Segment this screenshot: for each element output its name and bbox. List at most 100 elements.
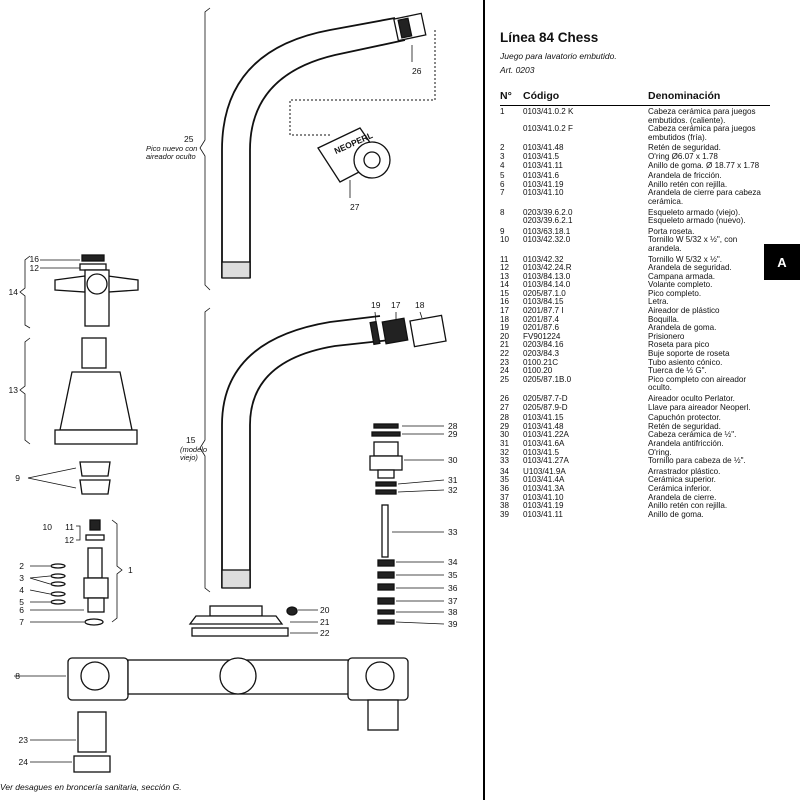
row-description: Cabeza cerámica para juegos embutidos. (… xyxy=(648,107,756,125)
callout-16: 16 xyxy=(30,254,40,264)
row-number: 6 xyxy=(500,179,505,189)
row-description: Campana armada. xyxy=(648,271,716,281)
row-code: 0103/41.11 xyxy=(523,160,563,170)
row-number: 17 xyxy=(500,306,510,316)
row-description: Tornillo W 5/32 x ½", con arandela. xyxy=(648,235,738,253)
row-number: 25 xyxy=(500,374,510,384)
callout-38: 38 xyxy=(448,607,458,617)
section-tab: A xyxy=(764,244,800,280)
callout-4: 4 xyxy=(19,585,24,595)
row-description: Tuerca de ½ G". xyxy=(648,366,707,376)
row-description: Arandela de goma. xyxy=(648,323,717,333)
row-number: 13 xyxy=(500,271,510,281)
row-code: 0103/41.48 xyxy=(523,421,564,431)
table-row: 25 0205/87.1B.0 Pico completo con aireador… xyxy=(500,374,770,393)
callout-7: 7 xyxy=(19,617,24,627)
row-code: 0205/87.1B.0 xyxy=(523,374,572,384)
row-number: 2 xyxy=(500,143,505,153)
row-number: 34 xyxy=(500,466,510,476)
row-code: 0203/84.3 xyxy=(523,349,560,359)
row-code: 0205/87.9-D xyxy=(523,402,568,412)
callout-25: 25 xyxy=(184,134,194,144)
row-description: Retén de seguridad. xyxy=(648,421,721,431)
row-number: 30 xyxy=(500,430,510,440)
row-description: Tornillo para cabeza de ½". xyxy=(648,456,746,466)
table-row: 1 0103/41.0.2 K Cabeza cerámica para juego… xyxy=(500,107,770,125)
row-description: Pico completo con aireador oculto. xyxy=(648,374,747,393)
row-number: 32 xyxy=(500,447,510,457)
row-number: 15 xyxy=(500,288,510,298)
callout-2: 2 xyxy=(19,561,24,571)
row-number: 1 xyxy=(500,107,505,116)
row-number: 33 xyxy=(500,456,510,466)
row-code: 0103/41.19 xyxy=(523,179,564,189)
row-code: 0103/41.48 xyxy=(523,143,564,153)
row-code: 0103/41.0.2 F xyxy=(523,124,573,134)
header-name: Denominación xyxy=(648,90,721,102)
row-description: Arandela de seguridad. xyxy=(648,263,732,273)
callout-33: 33 xyxy=(448,527,458,537)
row-code: 0103/41.15 xyxy=(523,413,564,423)
callout-15: 15 xyxy=(186,435,196,445)
row-code: 0103/41.0.2 K xyxy=(523,107,574,116)
row-description: Arrastrador plástico. xyxy=(648,466,721,476)
row-number: 23 xyxy=(500,357,510,367)
row-code: 0103/84.14.0 xyxy=(523,280,571,290)
callout-10: 10 xyxy=(43,522,53,532)
callout-19: 19 xyxy=(371,300,381,310)
row-description: Porta roseta. xyxy=(648,226,695,236)
row-number: 14 xyxy=(500,280,510,290)
callout-35: 35 xyxy=(448,570,458,580)
row-description: Arandela antifricción. xyxy=(648,438,724,448)
callout-1: 1 xyxy=(128,565,133,575)
row-code: 0201/87.7 I xyxy=(523,306,564,316)
header-code: Código xyxy=(523,90,560,102)
note-15-line2: viejo) xyxy=(180,453,198,462)
row-description: Letra. xyxy=(648,297,669,307)
callout-29: 29 xyxy=(448,429,458,439)
header-number: N° xyxy=(500,90,512,102)
row-code: 0203/39.6.2.1 xyxy=(523,216,573,226)
note-25-line2: aireador oculto xyxy=(146,152,196,161)
row-code: 0100.20 xyxy=(523,366,553,376)
row-number: 29 xyxy=(500,421,510,431)
table-row: 33 0103/41.27A Tornillo para cabeza de ½". xyxy=(500,457,770,466)
callout-8: 8 xyxy=(15,671,20,681)
row-number: 11 xyxy=(500,254,509,264)
row-code: 0103/41.6 xyxy=(523,171,560,181)
row-code: 0103/41.27A xyxy=(523,456,569,466)
row-number: 31 xyxy=(500,438,510,448)
callout-34: 34 xyxy=(448,557,458,567)
table-row: 29 0103/41.48 Retén de seguridad. xyxy=(500,421,770,432)
row-number: 26 xyxy=(500,394,510,403)
page-divider xyxy=(483,0,485,800)
bottom-note: Ver desagues en broncería sanitaria, sec… xyxy=(0,782,182,792)
row-number: 16 xyxy=(500,297,510,307)
row-description: Capuchón protector. xyxy=(648,413,721,423)
callout-32: 32 xyxy=(448,485,458,495)
callout-5: 5 xyxy=(19,597,24,607)
row-number: 27 xyxy=(500,402,510,412)
article-number: Art. 0203 xyxy=(500,65,535,75)
callout-17: 17 xyxy=(391,300,401,310)
callout-13: 13 xyxy=(9,385,19,395)
row-code: 0103/42.24.R xyxy=(523,263,572,273)
callout-6: 6 xyxy=(19,605,24,615)
row-description: Esqueleto armado (nuevo). xyxy=(648,216,746,226)
row-description: Anillo de goma. xyxy=(648,509,704,519)
row-description: Boquilla. xyxy=(648,314,680,324)
row-number: 8 xyxy=(500,207,505,217)
row-description: Cabeza cerámica de ½". xyxy=(648,430,737,440)
